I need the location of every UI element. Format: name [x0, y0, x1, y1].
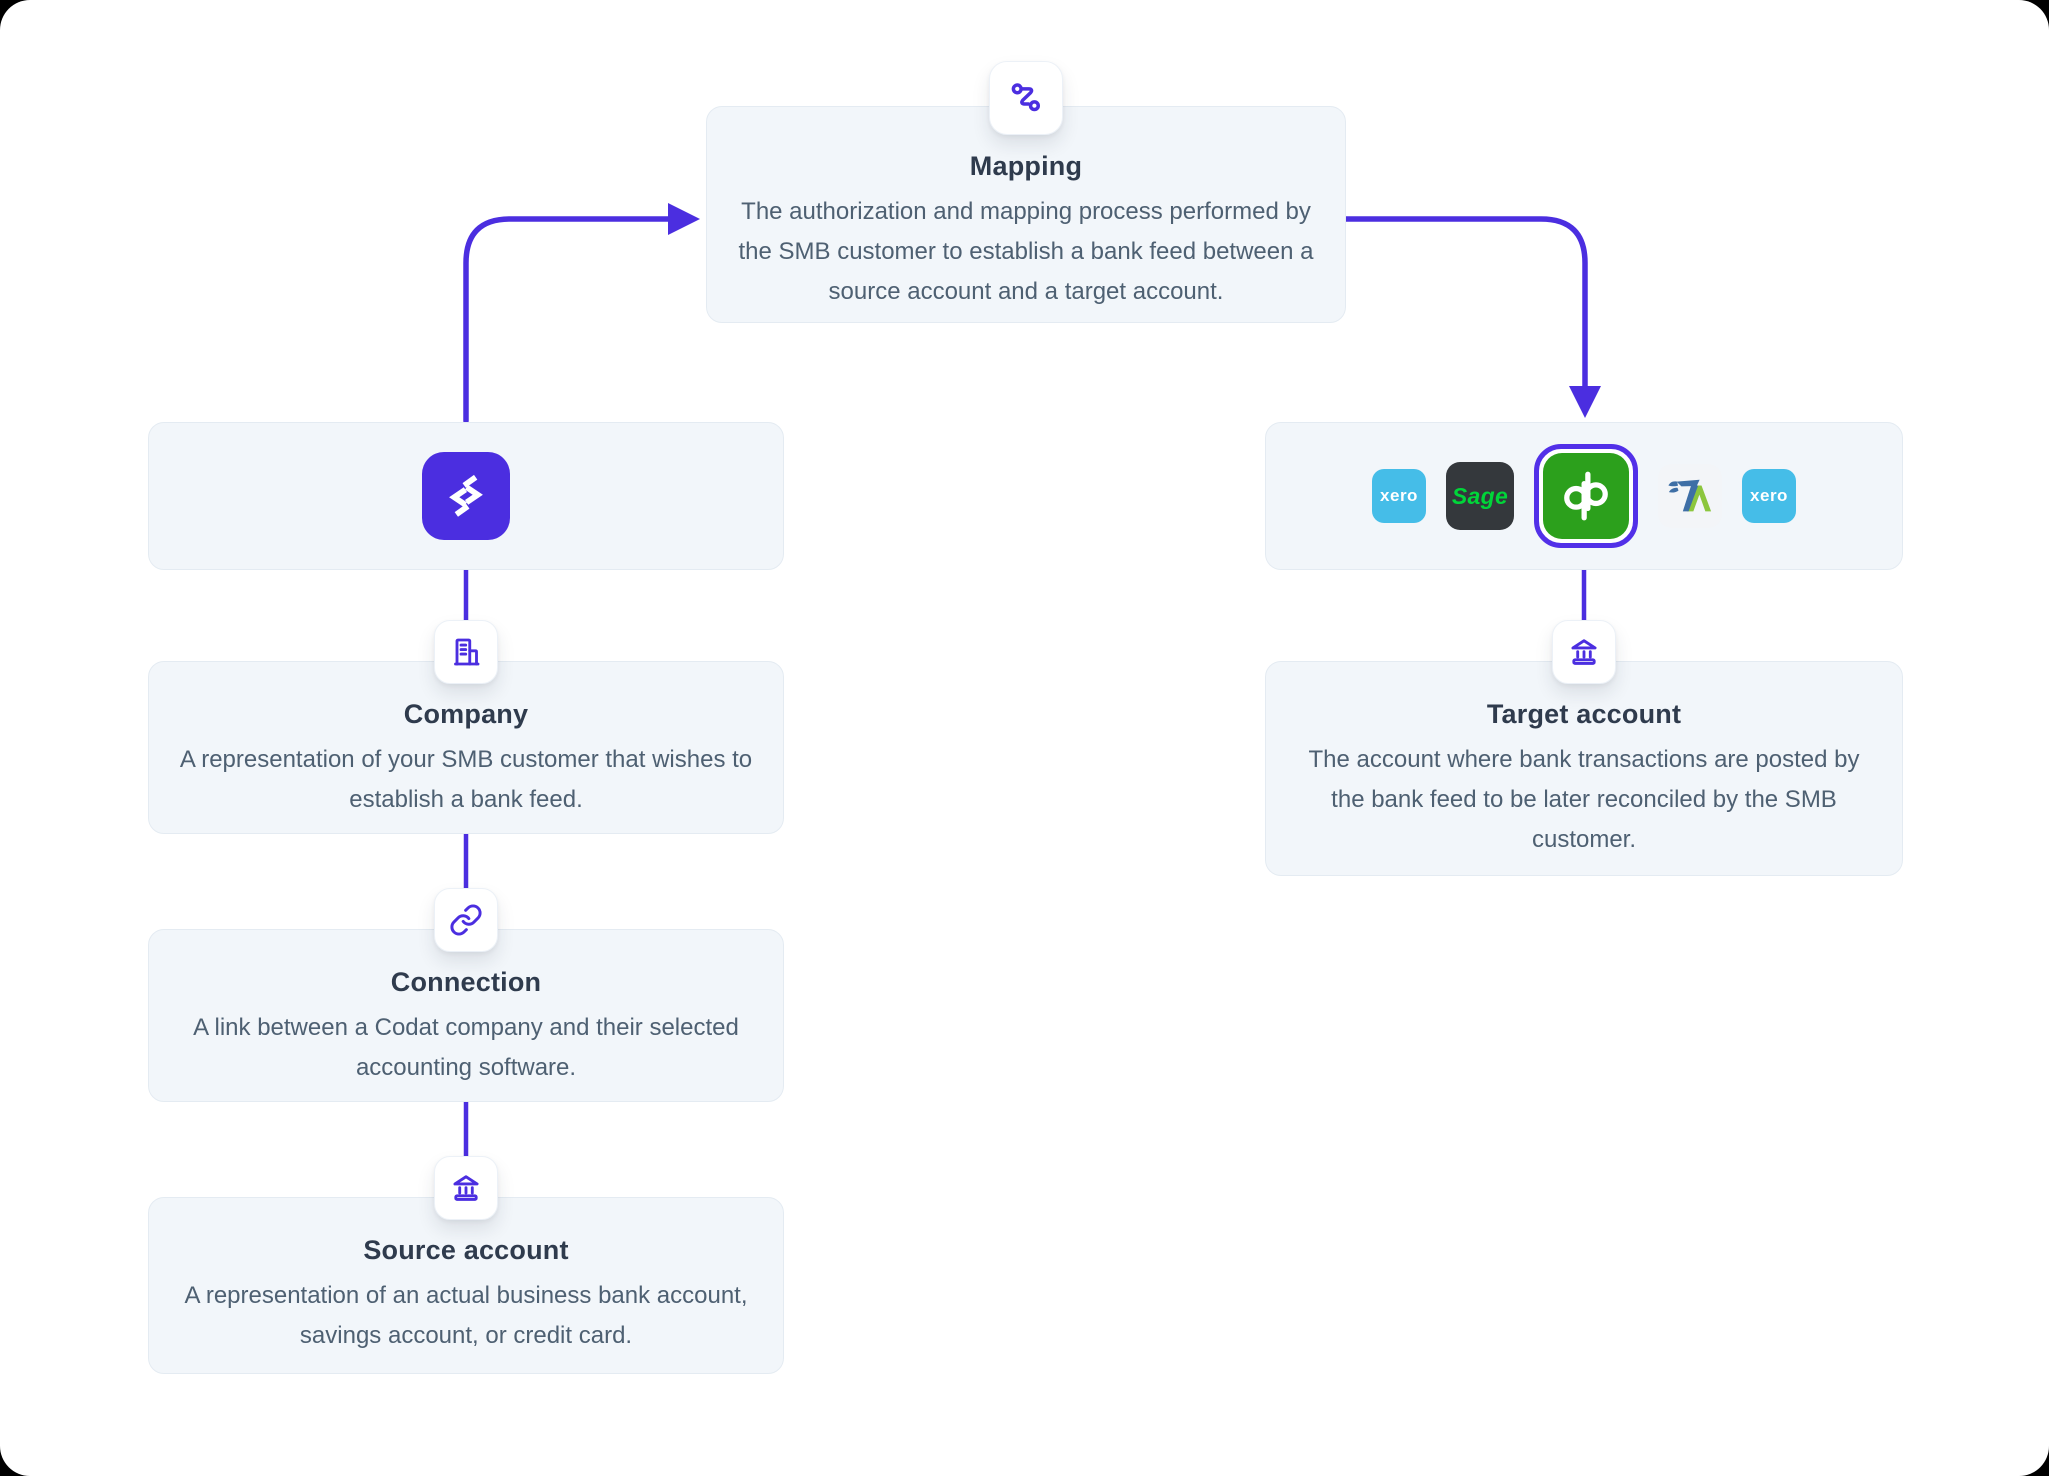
quickbooks-logo [1543, 453, 1629, 539]
route-icon [1011, 83, 1040, 112]
codat-logo [422, 452, 510, 540]
sage-logo-text: Sage [1451, 482, 1509, 509]
mapping-title: Mapping [969, 151, 1083, 181]
connection-title: Connection [390, 967, 542, 997]
target-account-card: Target account The account where bank tr… [1265, 661, 1903, 876]
company-description: A representation of your SMB customer th… [179, 746, 753, 813]
source-account-description: A representation of an actual business b… [184, 1282, 748, 1349]
company-icon-badge [434, 620, 498, 684]
source-account-icon-badge [434, 1156, 498, 1220]
codat-card [148, 422, 784, 570]
company-card: Company A representation of your SMB cus… [148, 661, 784, 834]
codat-logo-icon [449, 474, 483, 517]
freeagent-logo-icon [1668, 479, 1712, 512]
xero-logo-text: xero [1750, 486, 1788, 505]
connection-card: Connection A link between a Codat compan… [148, 929, 784, 1102]
link-icon [450, 904, 482, 936]
mapping-icon-badge [989, 61, 1063, 135]
arrow-mapping-to-integrations [1343, 216, 1588, 389]
target-account-icon-badge [1552, 620, 1616, 684]
mapping-card: Mapping The authorization and mapping pr… [706, 106, 1346, 323]
xero-logo-text: xero [1380, 486, 1418, 505]
connection-description: A link between a Codat company and their… [193, 1014, 739, 1081]
target-account-description: The account where bank transactions are … [1308, 746, 1860, 853]
target-account-title: Target account [1486, 699, 1682, 729]
source-account-card: Source account A representation of an ac… [148, 1197, 784, 1374]
arrowhead-down-icon [1569, 386, 1601, 418]
bank-icon [1571, 639, 1597, 665]
mapping-description: The authorization and mapping process pe… [738, 198, 1314, 305]
building-icon [454, 638, 480, 666]
quickbooks-qb-icon [1564, 471, 1608, 521]
freeagent-logo [1658, 464, 1722, 528]
source-account-title: Source account [363, 1235, 569, 1265]
xero-logo: xero [1742, 469, 1796, 523]
bank-icon [453, 1175, 479, 1201]
integration-logos-row: xero Sage [1372, 444, 1796, 548]
arrow-codat-to-mapping [463, 216, 671, 424]
connection-icon-badge [434, 888, 498, 952]
company-title: Company [403, 699, 529, 729]
arrowhead-right-icon [668, 203, 700, 235]
sage-logo: Sage [1446, 462, 1514, 530]
integrations-card: xero Sage [1265, 422, 1903, 570]
xero-logo: xero [1372, 469, 1426, 523]
selected-integration-ring [1534, 444, 1638, 548]
